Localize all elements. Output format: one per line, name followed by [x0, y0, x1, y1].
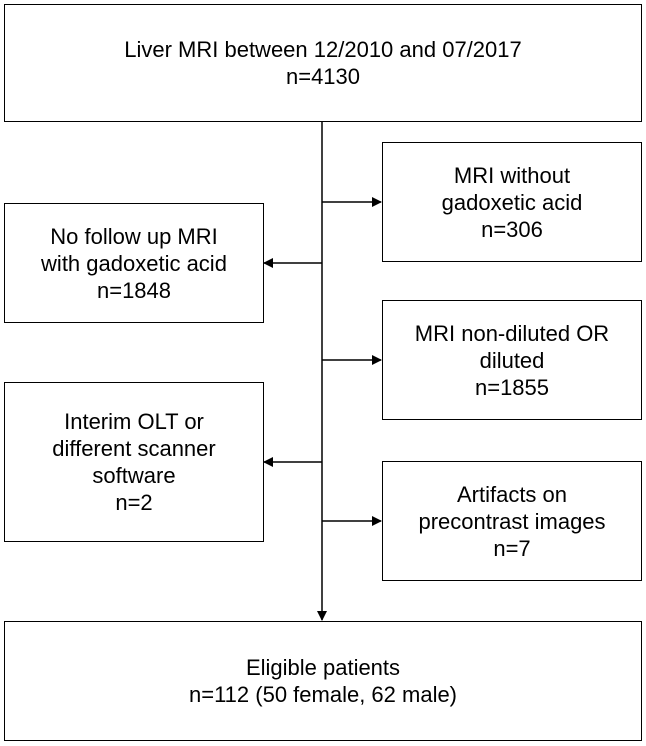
box-line: n=1855	[474, 374, 550, 400]
box-line: n=112 (50 female, 62 male)	[188, 682, 458, 707]
box-line: No follow up MRI	[50, 223, 218, 249]
box-line: gadoxetic acid	[441, 189, 583, 215]
box-line: Eligible patients	[245, 655, 401, 680]
box-artifacts: Artifacts on precontrast images n=7	[382, 461, 642, 581]
box-line: diluted	[479, 347, 545, 373]
box-line: precontrast images	[418, 508, 606, 534]
box-line: MRI without	[453, 162, 571, 188]
box-line: with gadoxetic acid	[41, 250, 227, 276]
box-line: n=7	[493, 535, 531, 561]
box-line: n=306	[481, 216, 543, 242]
box-interim-olt: Interim OLT or different scanner softwar…	[4, 382, 264, 542]
box-line: MRI non-diluted OR	[414, 320, 610, 346]
box-liver-mri-total: Liver MRI between 12/2010 and 07/2017 n=…	[4, 4, 642, 122]
box-line: Interim OLT or	[64, 409, 204, 434]
box-line: n=1848	[96, 277, 172, 303]
box-line: n=4130	[285, 64, 361, 89]
box-eligible-patients: Eligible patients n=112 (50 female, 62 m…	[4, 621, 642, 741]
box-line: n=2	[115, 490, 153, 515]
box-no-followup: No follow up MRI with gadoxetic acid n=1…	[4, 203, 264, 323]
box-mri-non-diluted: MRI non-diluted OR diluted n=1855	[382, 300, 642, 420]
box-line: Artifacts on	[456, 481, 568, 507]
box-line: software	[92, 463, 176, 488]
box-line: Liver MRI between 12/2010 and 07/2017	[124, 37, 522, 62]
box-line: different scanner	[52, 436, 216, 461]
box-mri-without-gadoxetic: MRI without gadoxetic acid n=306	[382, 142, 642, 262]
